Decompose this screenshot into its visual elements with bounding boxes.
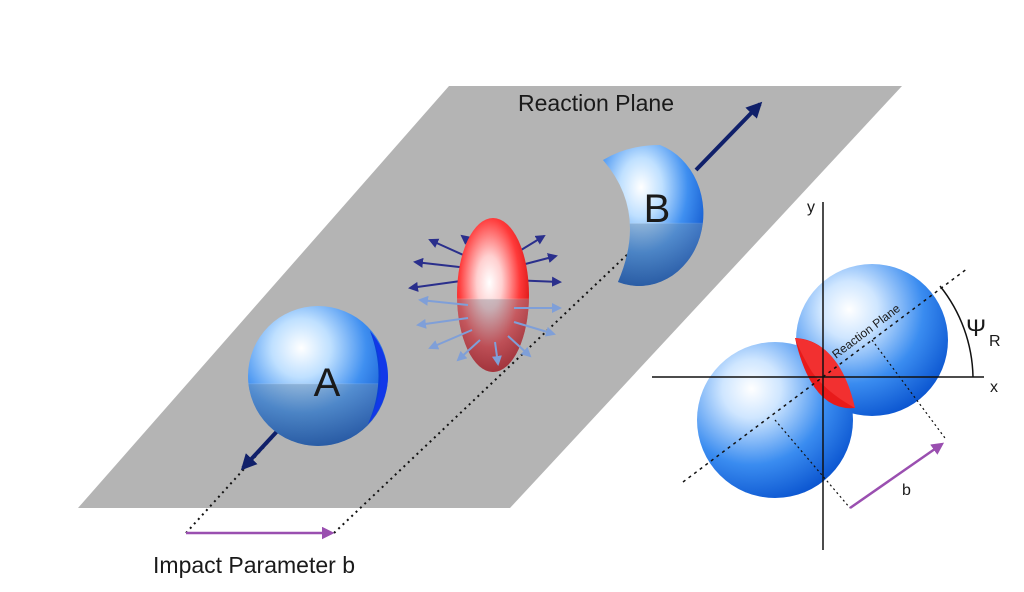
impact-line-b (333, 231, 652, 534)
inset-b-label: b (902, 482, 911, 499)
participant-zone (457, 218, 529, 372)
nucleus-a-label: A (314, 361, 341, 405)
inset-b-arrow (849, 442, 945, 510)
nucleus-b-direction-arrow (694, 101, 763, 172)
inset-b-guide-1 (871, 339, 946, 439)
inset-b-guide-2 (774, 419, 851, 509)
impact-parameter-label: Impact Parameter b (153, 552, 355, 578)
flow-arrows-lower (416, 295, 562, 366)
inset-transverse-view: x y Reaction Plane b Ψ R (652, 199, 1001, 550)
nucleus-b-label: B (644, 187, 671, 231)
inset-angle-subscript: R (989, 333, 1001, 350)
nucleus-b (603, 145, 704, 286)
inset-x-label: x (990, 379, 998, 396)
reaction-plane-label: Reaction Plane (518, 90, 674, 116)
inset-angle-arc (939, 285, 974, 378)
inset-angle-symbol: Ψ (966, 315, 986, 342)
inset-y-label: y (807, 199, 815, 216)
nucleus-a (248, 306, 388, 446)
